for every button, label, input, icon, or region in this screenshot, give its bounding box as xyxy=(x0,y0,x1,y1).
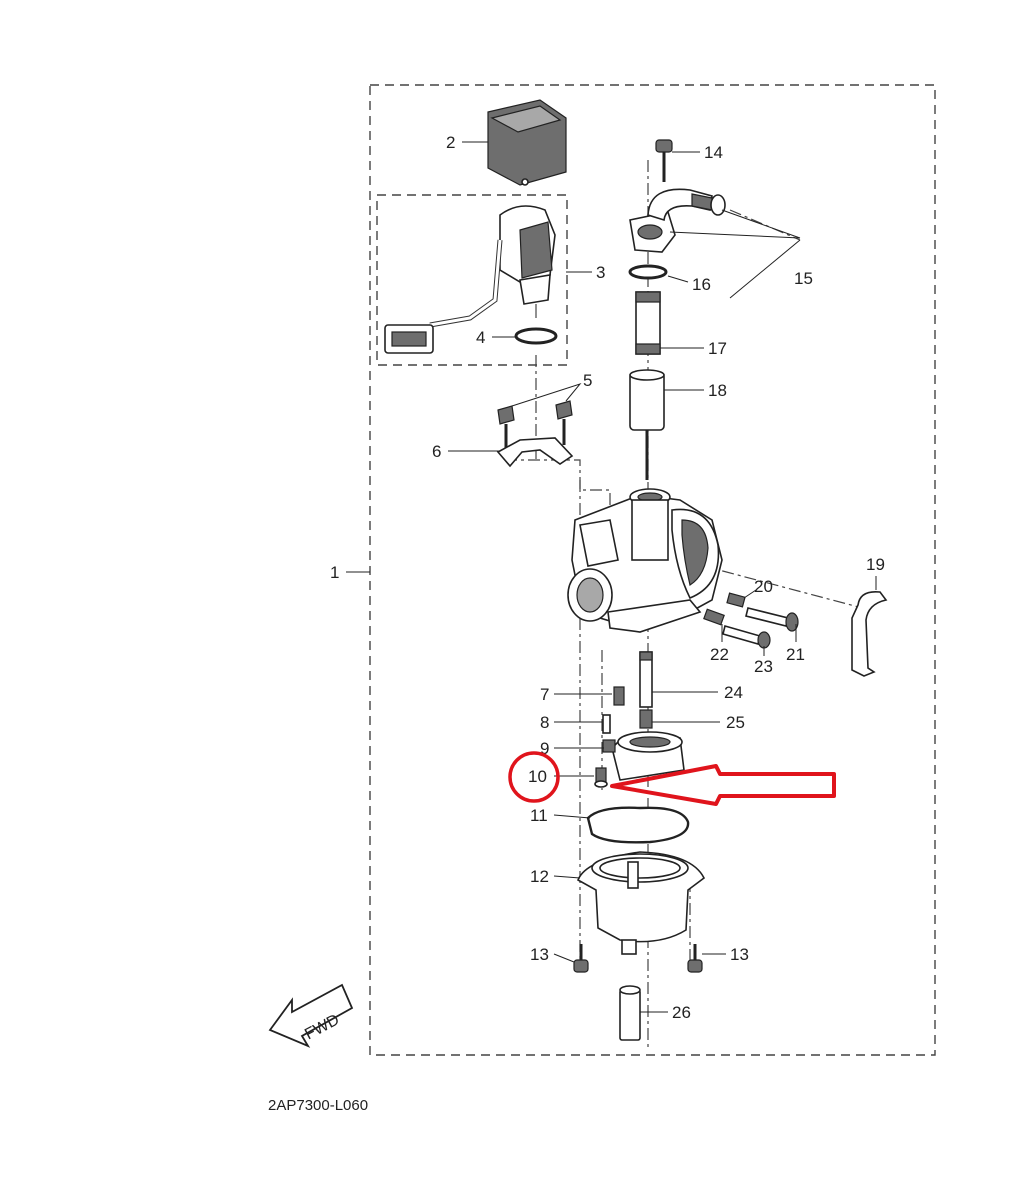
callout-26: 26 xyxy=(672,1003,691,1022)
part-spring-17 xyxy=(635,291,661,355)
highlight-circle xyxy=(508,751,560,803)
diagram-code: 2AP7300-L060 xyxy=(268,1097,368,1114)
callout-18: 18 xyxy=(708,381,727,400)
part-o-ring-4 xyxy=(514,327,558,345)
part-screws-20-23 xyxy=(703,592,799,649)
part-gasket-11 xyxy=(586,806,690,844)
part-jets-7-8 xyxy=(602,686,625,734)
callout-20: 20 xyxy=(754,577,773,596)
part-hose-19 xyxy=(851,590,888,677)
part-screws-5 xyxy=(497,400,573,448)
part-carburetor-body xyxy=(567,488,723,633)
callout-10: 10 xyxy=(528,767,547,786)
callout-24: 24 xyxy=(724,683,743,702)
callout-15: 15 xyxy=(794,269,813,288)
callout-labels: 1 2 3 4 5 6 7 8 9 10 11 12 13 13 14 15 1… xyxy=(330,133,885,1022)
callout-16: 16 xyxy=(692,275,711,294)
callout-17: 17 xyxy=(708,339,727,358)
callout-3: 3 xyxy=(596,263,605,282)
part-throttle-valve-18 xyxy=(629,369,665,480)
callout-25: 25 xyxy=(726,713,745,732)
part-starter-plunger xyxy=(384,205,556,354)
part-float-9 xyxy=(602,731,685,781)
callout-11: 11 xyxy=(530,806,548,825)
callout-13b: 13 xyxy=(730,945,749,964)
callout-14: 14 xyxy=(704,143,723,162)
part-needle-jet-24-25 xyxy=(639,651,653,729)
callout-8: 8 xyxy=(540,713,549,732)
part-cap-15 xyxy=(629,188,726,253)
callout-22: 22 xyxy=(710,645,729,664)
callout-21: 21 xyxy=(786,645,805,664)
callout-23: 23 xyxy=(754,657,773,676)
part-float-bowl-12 xyxy=(576,851,706,955)
callout-13a: 13 xyxy=(530,945,549,964)
highlight-annotation xyxy=(508,751,836,806)
callout-9: 9 xyxy=(540,739,549,758)
assembly-boundary xyxy=(369,84,936,1056)
highlight-arrow xyxy=(610,764,836,806)
callout-12: 12 xyxy=(530,867,549,886)
callout-2: 2 xyxy=(446,133,455,152)
leader-lines xyxy=(346,141,877,1013)
part-plate-6 xyxy=(496,437,574,468)
part-drain-hose-26 xyxy=(619,985,641,1041)
callout-4: 4 xyxy=(476,328,485,347)
part-cover-cap xyxy=(487,99,567,186)
callout-19: 19 xyxy=(866,555,885,574)
part-screw-14 xyxy=(655,139,673,182)
part-screws-13 xyxy=(573,944,703,973)
subassembly-boundary xyxy=(376,194,568,366)
callout-6: 6 xyxy=(432,442,441,461)
fwd-direction-arrow: FWD xyxy=(268,983,354,1048)
callout-1: 1 xyxy=(330,563,339,582)
part-o-ring-16 xyxy=(628,264,668,280)
callout-7: 7 xyxy=(540,685,549,704)
part-screw-10 xyxy=(594,767,608,788)
callout-5: 5 xyxy=(583,371,592,390)
